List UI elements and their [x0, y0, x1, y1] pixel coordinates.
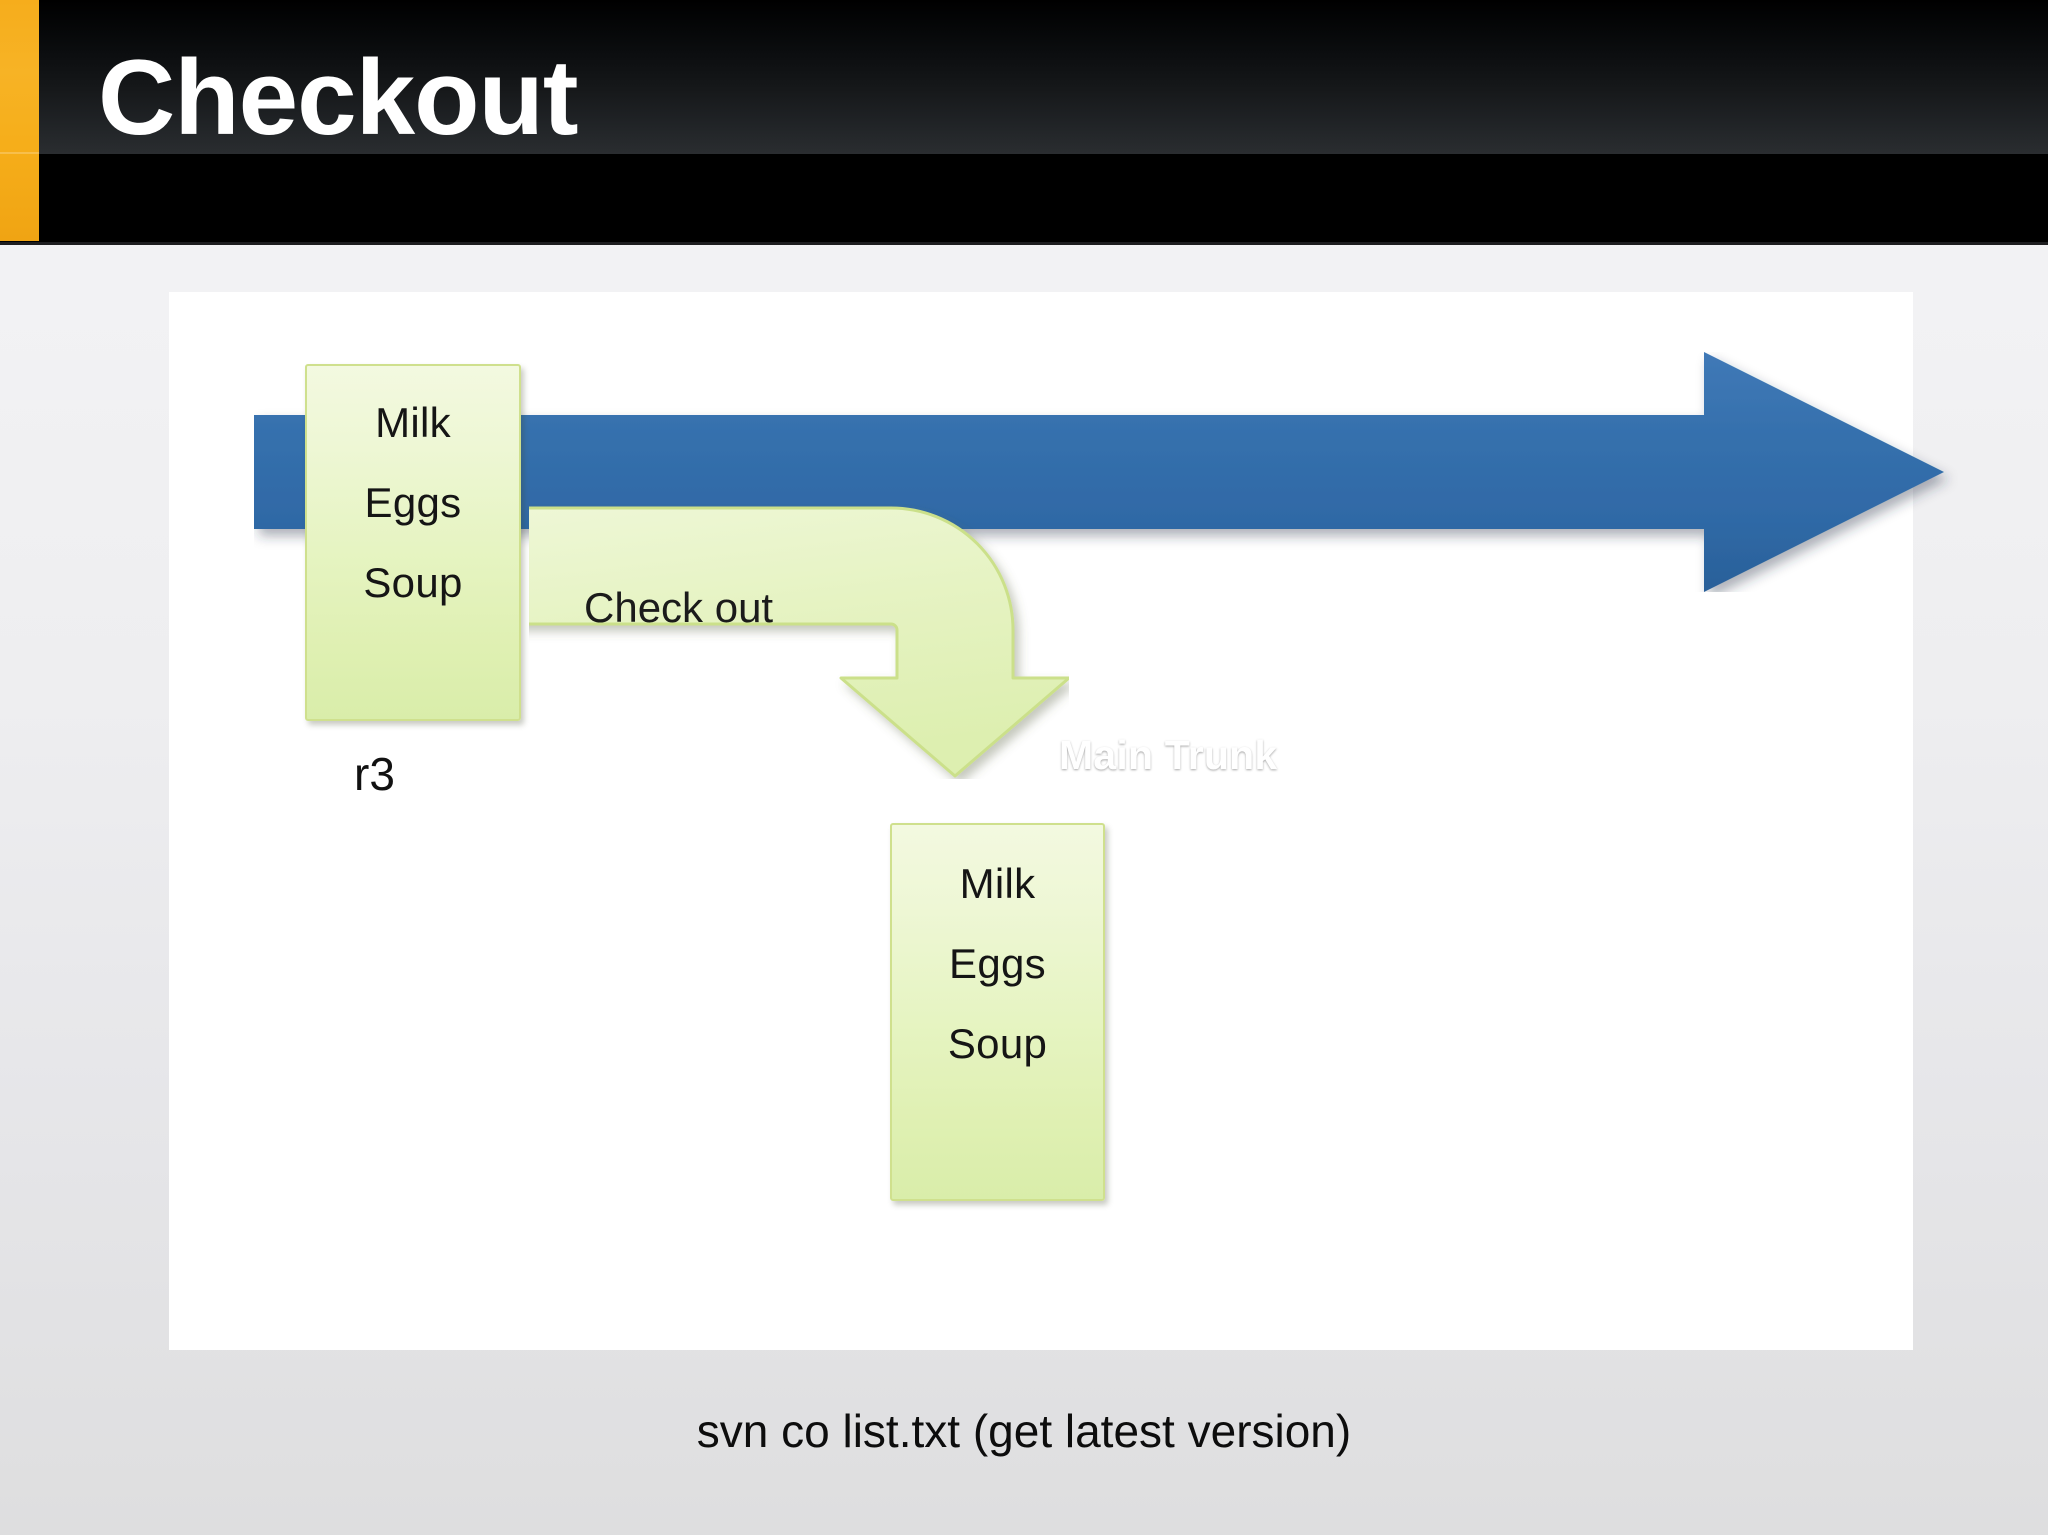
accent-bar-seam: [0, 152, 39, 154]
checkout-diagram: Main Trunk Check out Milk: [169, 292, 1944, 1350]
checkout-label: Check out: [584, 584, 774, 631]
file-line-eggs: Eggs: [364, 479, 462, 526]
slide-title-bar: Checkout: [0, 0, 2048, 245]
revision-label: r3: [354, 748, 395, 800]
slide-caption: svn co list.txt (get latest version): [696, 1405, 1352, 1457]
slide-content-panel: Main Trunk Check out Milk: [169, 292, 1944, 1350]
file-line-milk: Milk: [375, 399, 451, 446]
repository-file-box: Milk Eggs Soup: [305, 364, 521, 721]
page-title: Checkout: [98, 37, 579, 157]
file-line-soup: Soup: [363, 559, 463, 606]
title-bar-solid-band: [0, 154, 2048, 242]
accent-bar: [0, 0, 39, 241]
working-copy-file-box: Milk Eggs Soup: [890, 823, 1105, 1201]
file-line-eggs: Eggs: [949, 940, 1046, 987]
file-line-soup: Soup: [947, 1020, 1048, 1067]
main-trunk-label: Main Trunk: [1059, 732, 1278, 778]
file-line-milk: Milk: [959, 860, 1036, 907]
title-bar-gradient-band: [0, 0, 2048, 154]
main-trunk-arrow-icon: [254, 352, 1944, 592]
checkout-arrow-icon: [529, 506, 1069, 778]
title-bar-baseline: [0, 242, 2048, 245]
